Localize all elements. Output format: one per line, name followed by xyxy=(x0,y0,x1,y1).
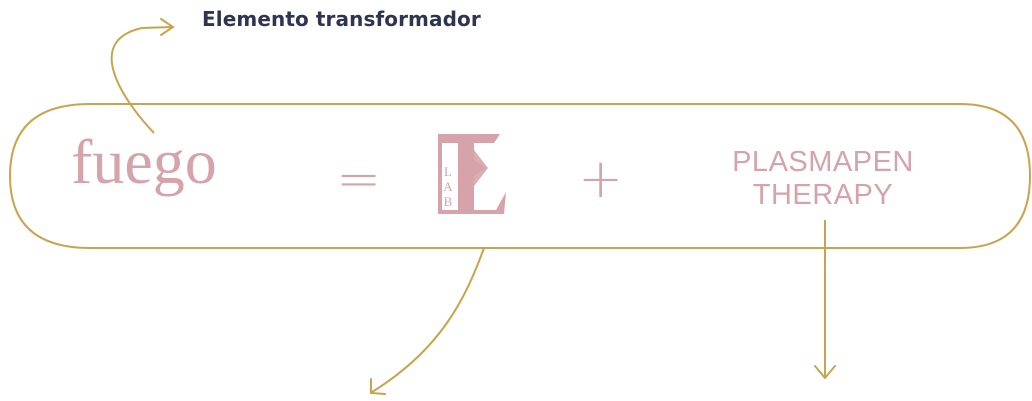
curved-arrow-icon xyxy=(370,247,485,395)
down-arrow-icon xyxy=(814,220,836,380)
logo-letter: L xyxy=(444,164,452,179)
product-name: PLASMAPEN THERAPY xyxy=(688,146,958,213)
formula-term: fuego xyxy=(71,126,217,197)
e-lab-logo xyxy=(438,134,506,214)
curved-arrow-icon xyxy=(110,18,175,134)
logo-letter: A xyxy=(443,179,453,194)
logo-letter: B xyxy=(443,194,453,209)
equals-sign: = xyxy=(336,147,382,210)
product-name-line: PLASMAPEN xyxy=(732,146,914,178)
annotation-label: Elemento transformador xyxy=(202,7,481,31)
logo-lab-letters: L A B xyxy=(442,164,454,209)
formula-capsule xyxy=(8,103,1032,249)
product-name-line: THERAPY xyxy=(752,179,894,212)
plus-sign: + xyxy=(578,147,624,210)
